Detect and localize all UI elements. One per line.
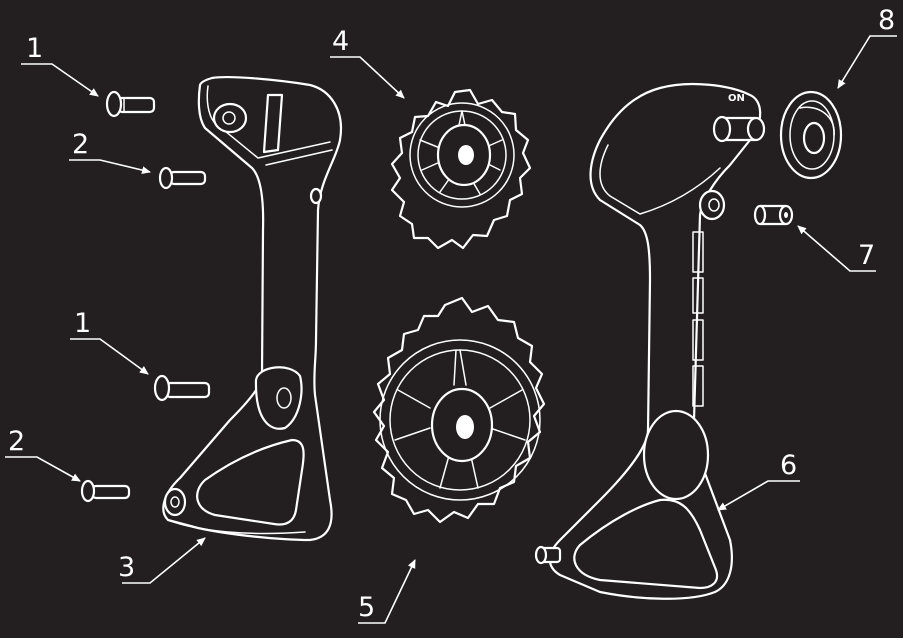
bolt-part-2-lower bbox=[80, 479, 131, 503]
callout-8: 8 bbox=[878, 5, 895, 36]
cover-part-8 bbox=[779, 90, 843, 180]
on-marking-text: ON bbox=[728, 93, 745, 104]
sleeve-part-7 bbox=[753, 204, 794, 226]
callout-3: 3 bbox=[118, 552, 135, 583]
lower-pulley-part-5 bbox=[372, 296, 546, 524]
bolt-part-2-upper bbox=[158, 166, 207, 190]
bolt-part-1-lower bbox=[153, 374, 211, 402]
callout-4: 4 bbox=[332, 26, 349, 57]
callout-2-upper: 2 bbox=[72, 129, 89, 160]
inner-cage-plate-part-6: ON bbox=[534, 82, 766, 600]
callout-labels: 1 2 1 2 3 4 5 6 7 8 bbox=[8, 5, 895, 623]
callout-6: 6 bbox=[780, 450, 797, 481]
vertical-graphics bbox=[692, 231, 704, 407]
callout-5: 5 bbox=[358, 592, 375, 623]
leaders bbox=[5, 35, 897, 624]
outer-cage-plate-part-3 bbox=[162, 75, 343, 542]
callout-2-lower: 2 bbox=[8, 426, 25, 457]
bolt-part-1-upper bbox=[105, 90, 156, 118]
callout-1-upper: 1 bbox=[26, 33, 43, 64]
callout-7: 7 bbox=[858, 240, 875, 271]
callout-1-lower: 1 bbox=[74, 308, 91, 339]
upper-pulley-part-4 bbox=[390, 88, 532, 250]
